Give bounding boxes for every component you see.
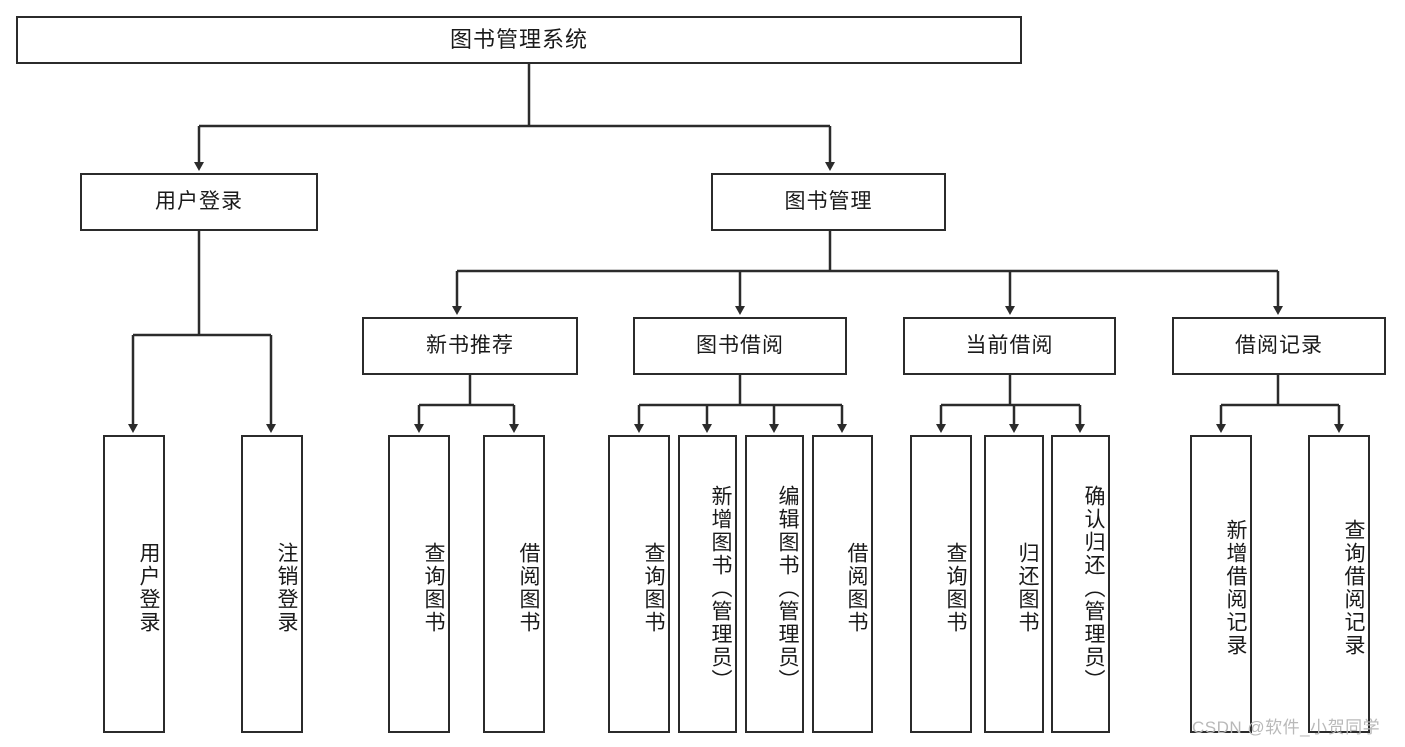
leaf-logout-login[interactable]: 注销登录 <box>241 435 303 733</box>
node-new-book-recommend[interactable]: 新书推荐 <box>362 317 578 375</box>
node-root-system[interactable]: 图书管理系统 <box>16 16 1022 64</box>
leaf-query-book-borrow[interactable]: 查询图书 <box>608 435 670 733</box>
node-user-login[interactable]: 用户登录 <box>80 173 318 231</box>
node-book-borrow[interactable]: 图书借阅 <box>633 317 847 375</box>
leaf-borrow-book-newbook[interactable]: 借阅图书 <box>483 435 545 733</box>
leaf-add-book-admin[interactable]: 新增图书（管理员） <box>678 435 737 733</box>
leaf-user-login[interactable]: 用户登录 <box>103 435 165 733</box>
node-borrow-record[interactable]: 借阅记录 <box>1172 317 1386 375</box>
leaf-return-book[interactable]: 归还图书 <box>984 435 1044 733</box>
leaf-edit-book-admin[interactable]: 编辑图书（管理员） <box>745 435 804 733</box>
leaf-borrow-book[interactable]: 借阅图书 <box>812 435 873 733</box>
node-book-management[interactable]: 图书管理 <box>711 173 946 231</box>
leaf-confirm-return-admin[interactable]: 确认归还（管理员） <box>1051 435 1110 733</box>
leaf-query-book-current[interactable]: 查询图书 <box>910 435 972 733</box>
leaf-query-borrow-record[interactable]: 查询借阅记录 <box>1308 435 1370 733</box>
csdn-watermark: CSDN @软件_小贺同学 <box>1192 718 1381 737</box>
leaf-query-book-newbook[interactable]: 查询图书 <box>388 435 450 733</box>
leaf-add-borrow-record[interactable]: 新增借阅记录 <box>1190 435 1252 733</box>
node-current-borrow[interactable]: 当前借阅 <box>903 317 1116 375</box>
